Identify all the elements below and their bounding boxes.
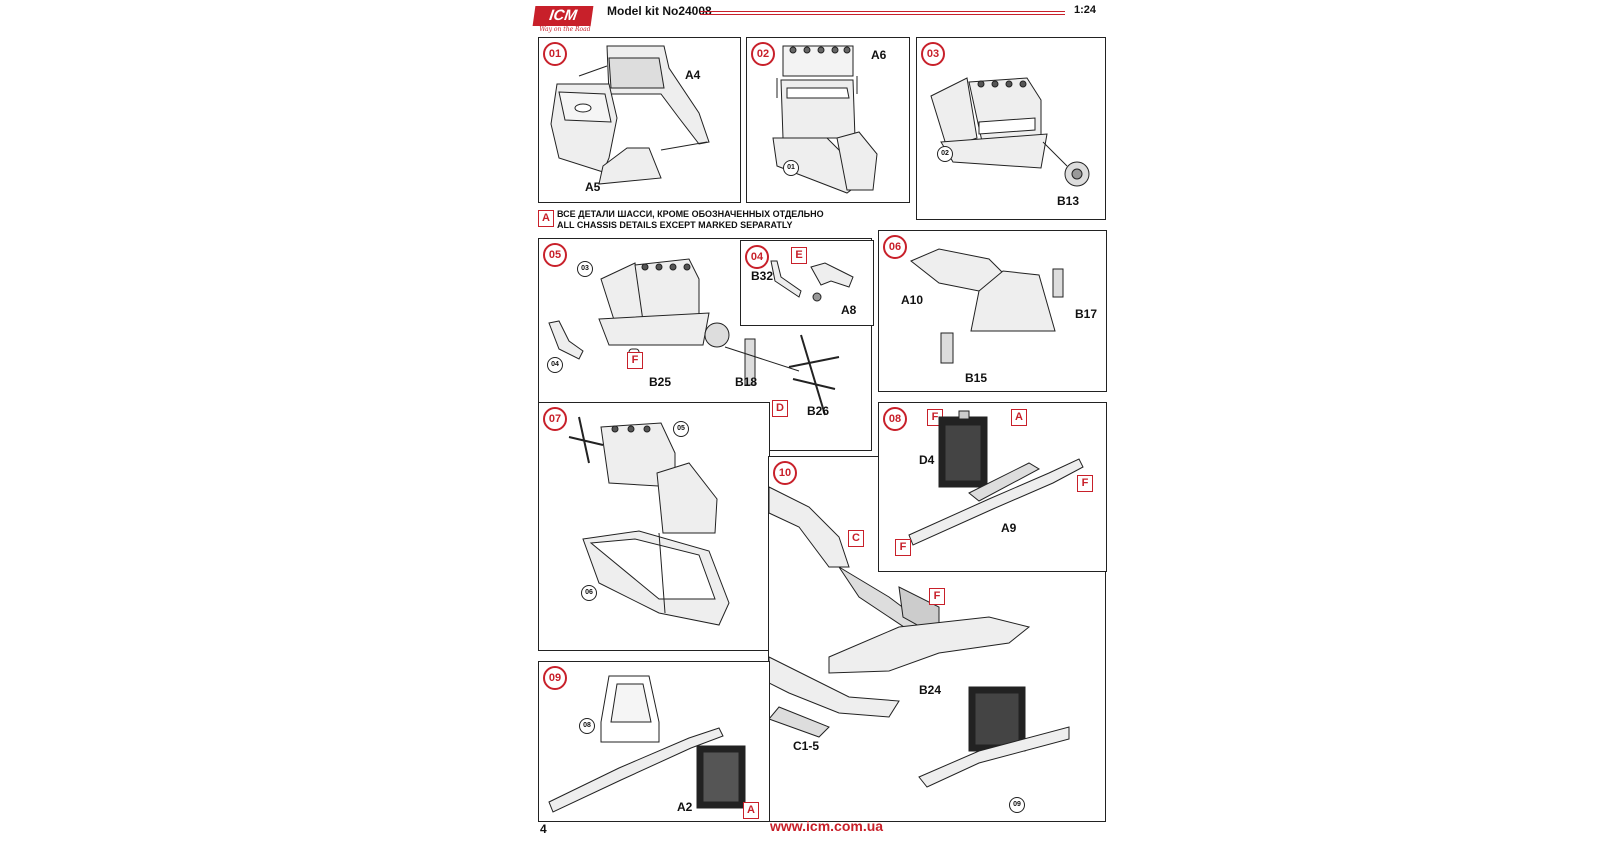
- part-label-b15: B15: [965, 371, 988, 385]
- logo-tagline: Way on the Road: [539, 26, 591, 33]
- radiator-axle-drawing: [879, 403, 1106, 571]
- radiator-frame-drawing: [539, 662, 769, 821]
- ref-step-06: 06: [581, 585, 597, 601]
- engine-fan-drawing: [539, 239, 871, 450]
- ref-step-02: 02: [937, 146, 953, 162]
- step-number: 07: [543, 407, 567, 431]
- header-rule-thin: [700, 14, 1065, 15]
- part-label-b32: B32: [751, 269, 774, 283]
- kit-number: Model kit No24008: [607, 4, 712, 18]
- notice-en: ALL CHASSIS DETAILS EXCEPT MARKED SEPARA…: [557, 220, 793, 230]
- part-label-a5: A5: [585, 180, 601, 194]
- sprue-f: F: [1077, 475, 1093, 492]
- part-label-a4: A4: [685, 68, 701, 82]
- step-06-panel: 06 A10 B17 B15: [878, 230, 1107, 392]
- sprue-f: F: [895, 539, 911, 556]
- step-08-panel: 08 F A D4 F A9 F: [878, 402, 1107, 572]
- ref-step-08: 08: [579, 718, 595, 734]
- ref-step-05: 05: [673, 421, 689, 437]
- part-label-b17: B17: [1075, 307, 1098, 321]
- sprue-c: C: [848, 530, 864, 547]
- part-label-a2: A2: [677, 800, 693, 814]
- sprue-f: F: [929, 588, 945, 605]
- step-number: 02: [751, 42, 775, 66]
- step-number: 08: [883, 407, 907, 431]
- oil-pan-drawing: [879, 231, 1106, 391]
- step-02-panel: 02 A6 01: [746, 37, 910, 203]
- part-label-b13: B13: [1057, 194, 1080, 208]
- step-number: 04: [745, 245, 769, 269]
- engine-crankcase-drawing: [539, 38, 740, 202]
- sprue-a: A: [1011, 409, 1027, 426]
- chassis-frame-drawing: [769, 457, 1105, 821]
- header-rule: [700, 11, 1065, 12]
- page-number: 4: [540, 822, 547, 836]
- engine-assembly-drawing: [917, 38, 1105, 219]
- step-09-panel: 09 08 A2 A: [538, 661, 770, 822]
- engine-oilpan-drawing: [539, 403, 769, 650]
- step-01-panel: 01 A4 A5: [538, 37, 741, 203]
- part-label-d4: D4: [919, 453, 935, 467]
- sprue-a: A: [743, 802, 759, 819]
- ref-step-04: 04: [547, 357, 563, 373]
- notice-ru: ВСЕ ДЕТАЛИ ШАССИ, КРОМЕ ОБОЗНАЧЕННЫХ ОТД…: [557, 209, 824, 219]
- part-label-a6: A6: [871, 48, 887, 62]
- ref-step-09: 09: [1009, 797, 1025, 813]
- step-number: 01: [543, 42, 567, 66]
- part-label-a10: A10: [901, 293, 924, 307]
- part-label-b24: B24: [919, 683, 942, 697]
- part-label-b26: B26: [807, 404, 830, 418]
- step-number: 10: [773, 461, 797, 485]
- part-label-a8: A8: [841, 303, 857, 317]
- sprue-f: F: [627, 352, 643, 369]
- part-label-b18: B18: [735, 375, 758, 389]
- sprue-e: E: [791, 247, 807, 264]
- chassis-notice: ВСЕ ДЕТАЛИ ШАССИ, КРОМЕ ОБОЗНАЧЕННЫХ ОТД…: [535, 209, 824, 231]
- part-label-c1-5: C1-5: [793, 739, 820, 753]
- website-link[interactable]: www.icm.com.ua: [770, 818, 884, 834]
- icm-logo: ICM: [532, 6, 594, 26]
- cylinder-head-drawing: [747, 38, 909, 202]
- part-label-a9: A9: [1001, 521, 1017, 535]
- part-label-b25: B25: [649, 375, 672, 389]
- chassis-marker-a: A: [538, 210, 554, 227]
- ref-step-03: 03: [577, 261, 593, 277]
- step-04-panel: 04 E B32 A8: [740, 240, 874, 326]
- step-number: 06: [883, 235, 907, 259]
- ref-step-01: 01: [783, 160, 799, 176]
- step-03-panel: 03 02 B13: [916, 37, 1106, 220]
- step-number: 05: [543, 243, 567, 267]
- step-07-panel: 07 05 06: [538, 402, 770, 651]
- step-number: 09: [543, 666, 567, 690]
- sprue-d: D: [772, 400, 788, 417]
- scale-label: 1:24: [1074, 4, 1097, 16]
- pipe-bracket-drawing: [741, 241, 873, 325]
- step-number: 03: [921, 42, 945, 66]
